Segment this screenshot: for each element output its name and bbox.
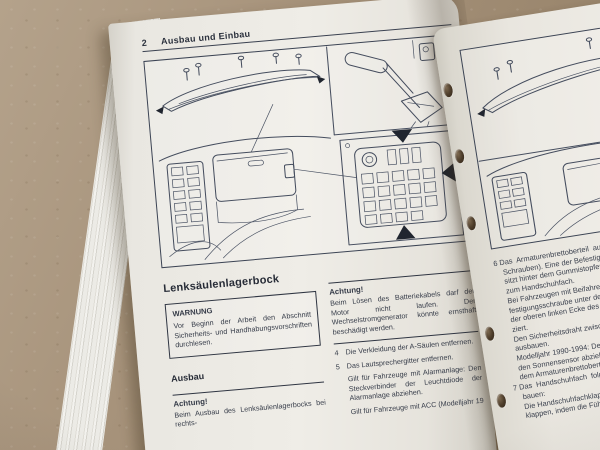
arrow-icon	[155, 106, 164, 115]
column-left: Lenksäulenlagerbock WARNUNG Vor Beginn d…	[163, 270, 327, 432]
arrow-icon	[396, 225, 416, 240]
dashboard-line-art	[477, 37, 600, 241]
step-number: 4	[334, 348, 339, 358]
screw-icons	[493, 37, 593, 80]
right-page-text: 6 Das Armaturenbrettoberteil ausbau Schr…	[493, 227, 600, 422]
dashboard-glovebox-illustration	[486, 137, 600, 241]
left-page-content: 2 Ausbau und Einbau	[108, 0, 493, 434]
right-page: 6 Das Armaturenbrettoberteil ausbau Schr…	[432, 0, 600, 450]
grid-panel-illustration	[339, 129, 465, 246]
arrow-icon	[316, 76, 326, 84]
arrow-icon	[391, 129, 413, 143]
step-number: 5	[335, 361, 341, 371]
dashboard-removal-line-art	[155, 37, 465, 260]
prying-tool-illustration	[344, 37, 443, 129]
dashboard-glovebox-illustration	[158, 135, 331, 260]
figure-dashboard-removal	[143, 34, 471, 269]
arrow-icon	[477, 108, 486, 117]
grid-slots	[361, 167, 438, 225]
screw-icons	[183, 52, 302, 81]
dash-top-cover-illustration	[155, 52, 326, 115]
section-title: Lenksäulenlagerbock	[162, 273, 280, 296]
column-right: Achtung! Beim Lösen des Batteriekabels d…	[327, 256, 484, 417]
text-columns: Lenksäulenlagerbock WARNUNG Vor Beginn d…	[163, 256, 485, 431]
warning-box: WARNUNG Vor Beginn der Arbeit den Abschn…	[164, 290, 321, 359]
figure-dashboard-removal-right	[459, 17, 600, 250]
chapter-title: Ausbau und Einbau	[160, 28, 251, 47]
chapter-number: 2	[141, 37, 148, 49]
right-page-content: 6 Das Armaturenbrettoberteil ausbau Schr…	[432, 0, 600, 426]
dash-top-cover-illustration	[477, 37, 600, 117]
subsection-title: Ausbau	[170, 370, 205, 384]
